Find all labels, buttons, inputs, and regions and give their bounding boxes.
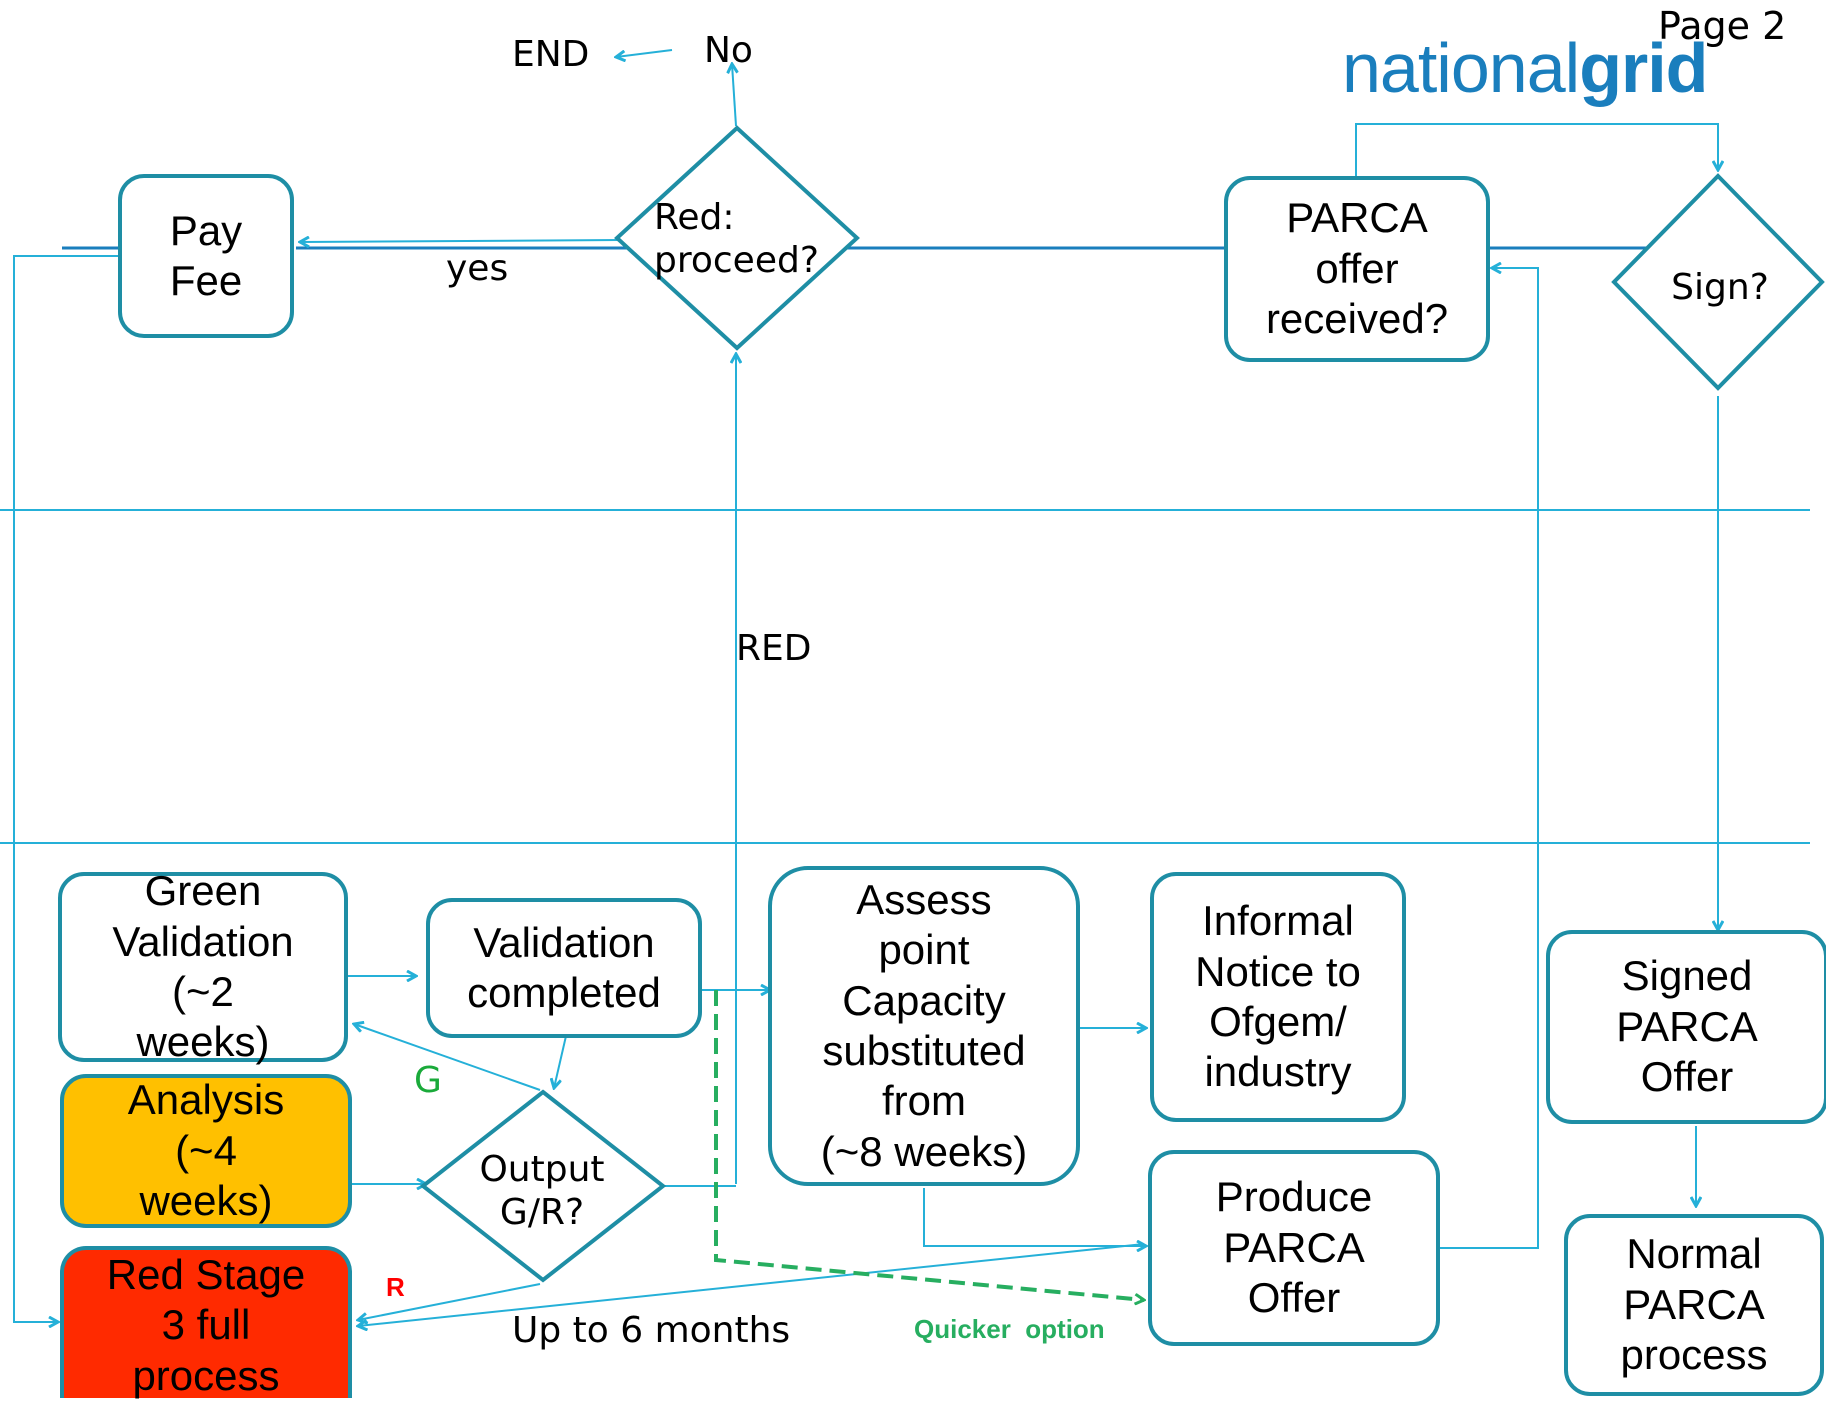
node-signed-parca-offer: Signed PARCA Offer: [1546, 930, 1826, 1124]
label-up-to-6-months: Up to 6 months: [512, 1310, 791, 1351]
decision-red-proceed: [614, 125, 860, 351]
node-analysis: Analysis (~4 weeks): [60, 1074, 352, 1228]
connector-quicker-option: [714, 990, 1144, 1300]
decision-sign-label: Sign?: [1671, 267, 1769, 309]
label-no: No: [704, 30, 753, 71]
connector-parca-received-to-sign: [1355, 123, 1718, 176]
node-validation-completed: Validation completed: [426, 898, 702, 1038]
decision-sign: [1611, 173, 1825, 391]
connector-pay-fee-to-red-stage: [13, 255, 118, 1322]
page-number: Page 2: [1658, 4, 1787, 48]
node-parca-offer-received: PARCA offer received?: [1224, 176, 1490, 362]
decision-output-gr: [419, 1089, 667, 1283]
label-end: END: [512, 34, 590, 75]
connector-output-to-red-stage: [358, 1283, 541, 1320]
node-green-validation: Green Validation (~2 weeks): [58, 867, 348, 1065]
label-yes: yes: [446, 248, 509, 289]
label-g: G: [414, 1060, 442, 1101]
connector-assess-to-produce: [923, 1188, 1146, 1246]
label-r: R: [386, 1272, 405, 1302]
connector-validation-to-output: [554, 1035, 567, 1088]
decision-red-proceed-label: Red: proceed?: [654, 196, 819, 281]
node-red-stage-3: Red Stage 3 full process: [60, 1246, 352, 1399]
connector-decision-to-pay-fee: [300, 240, 621, 242]
node-pay-fee: Pay Fee: [118, 174, 294, 338]
node-informal-notice: Informal Notice to Ofgem/ industry: [1150, 872, 1406, 1122]
decision-output-gr-label: Output G/R?: [479, 1148, 605, 1233]
connector-no-to-end: [616, 49, 673, 57]
label-quicker-option: Quicker option: [914, 1314, 1105, 1344]
connector-produce-to-parca-received: [1440, 268, 1539, 1249]
node-normal-parca-process: Normal PARCA process: [1564, 1214, 1824, 1396]
node-assess-point-capacity: Assess point Capacity substituted from (…: [768, 866, 1080, 1186]
node-produce-parca-offer: Produce PARCA Offer: [1148, 1150, 1440, 1346]
connector-decision-to-no: [732, 64, 736, 127]
connector-produce-to-red-stage: [358, 1243, 1145, 1326]
connector-output-to-green: [354, 1024, 541, 1091]
label-red: RED: [736, 628, 812, 669]
national-grid-logo: nationalgrid: [1342, 29, 1708, 107]
